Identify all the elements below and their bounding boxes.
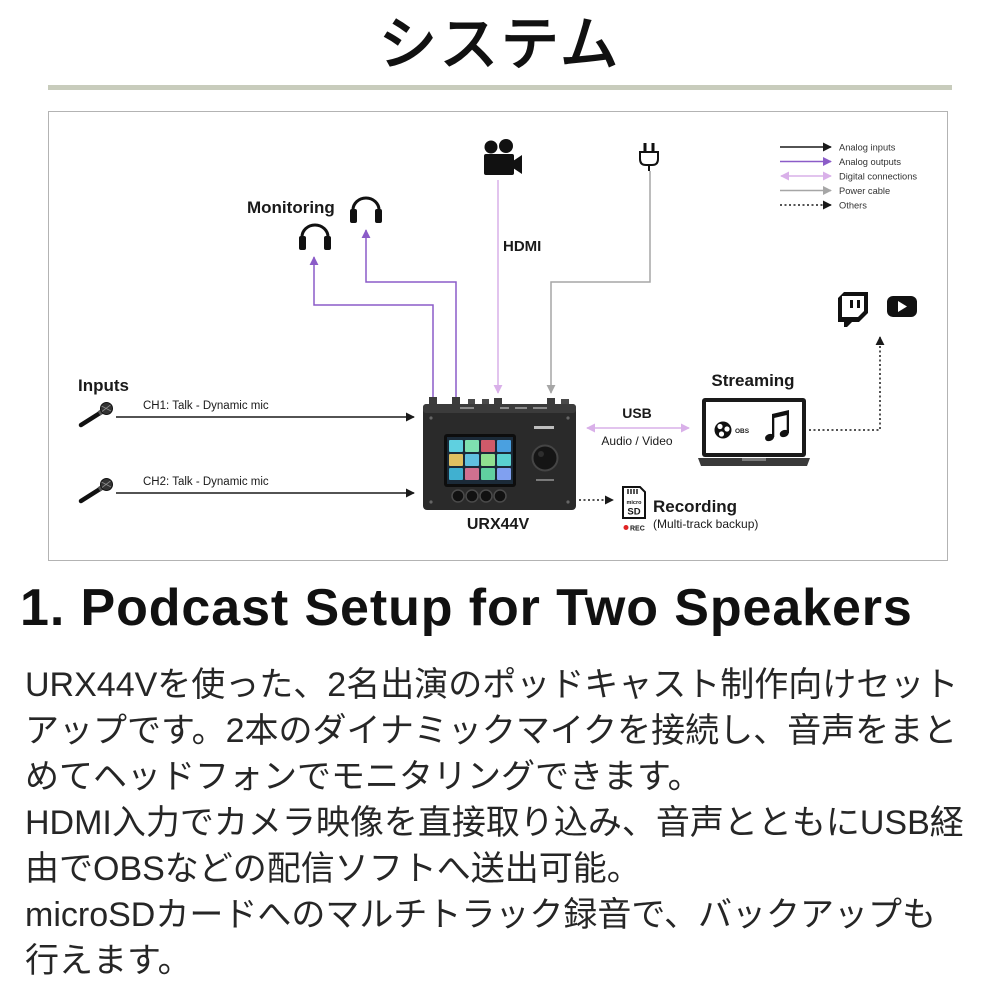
device-knob [479,489,493,503]
screen-tile [465,468,479,480]
screen-tile [465,454,479,466]
connection-diagram: Analog inputs Analog outputs Digital con… [78,139,917,533]
legend: Analog inputs Analog outputs Digital con… [780,142,917,211]
section-body: URX44Vを使った、2名出演のポッドキャスト制作向けセット アップです。2本の… [25,662,990,992]
obs-logo-text: OBS [735,428,750,435]
screen-tile [497,454,511,466]
microphone-icon [78,478,113,504]
body-line: めてヘッドフォンでモニタリングできます。 [25,758,702,796]
device-knob [493,489,507,503]
device-panel-marking [533,407,547,409]
device-jack [561,399,569,405]
device-hdmi-port [494,398,502,405]
device-main-knob-highlight [538,451,544,457]
screen-tile [449,440,463,452]
screen-tile [465,440,479,452]
device-jack [468,399,475,405]
recording-sublabel: (Multi-track backup) [653,517,758,531]
body-line: HDMI入力でカメラ映像を直接取り込み、音声とともにUSB経 [25,804,964,842]
screen-tile [481,468,495,480]
monitor-output-line-1 [309,256,434,400]
device-panel-marking [500,407,509,409]
sd-card-text-large: SD [627,507,640,518]
hdmi-label: HDMI [503,238,541,255]
recording-label: Recording [653,497,737,516]
device-logo-marking [534,426,554,429]
power-plug-icon [639,143,659,171]
monitoring-label: Monitoring [247,198,335,217]
body-line: 行えます。 [25,942,192,980]
usb-label: USB [622,405,652,421]
section-heading: 1. Podcast Setup for Two Speakers [20,579,913,637]
urx44v-device [423,397,576,510]
device-screw [429,500,433,504]
youtube-icon [887,296,917,317]
screen-tile [481,440,495,452]
legend-label-analog-inputs: Analog inputs [839,143,896,153]
monitor-output-line-2 [361,229,457,400]
ch2-label: CH2: Talk - Dynamic mic [143,476,269,488]
rec-dot-icon [623,525,629,530]
twitch-icon [838,292,868,327]
device-knob [451,489,465,503]
headphones-icon [350,196,382,223]
legend-label-power-cable: Power cable [839,186,890,196]
music-note-icon [765,410,789,442]
page-title: システム [378,12,622,77]
body-line: URX44Vを使った、2名出演のポッドキャスト制作向けセット [25,666,959,704]
device-panel-marking [536,479,554,481]
screen-tile [481,454,495,466]
device-output-jack [452,397,460,405]
inputs-label: Inputs [78,376,129,395]
device-screw [566,500,570,504]
screen-tile [449,454,463,466]
device-screw [566,416,570,420]
usb-sublabel: Audio / Video [601,434,672,448]
title-divider [48,85,952,90]
power-cable-line [546,171,651,394]
obs-logo-icon [714,421,732,439]
device-panel-marking [515,407,527,409]
legend-label-others: Others [839,201,867,211]
headphones-icon [299,223,331,250]
device-knob [465,489,479,503]
screen-tile [449,468,463,480]
microsd-card-icon [622,486,646,519]
body-line: 由でOBSなどの配信ソフトへ送出可能。 [25,850,641,888]
ch1-label: CH1: Talk - Dynamic mic [143,400,269,412]
screen-tile [497,468,511,480]
sd-card-text-small: micro [627,500,643,506]
stream-output-line [809,336,885,431]
device-name-label: URX44V [467,516,530,533]
streaming-label: Streaming [711,371,794,390]
connections [116,171,885,505]
microphone-icon [78,402,113,428]
device-output-jack [429,397,437,405]
legend-label-analog-outputs: Analog outputs [839,157,901,167]
legend-label-digital-connections: Digital connections [839,172,917,182]
device-top-panel [423,404,576,413]
body-line: アップです。2本のダイナミックマイクを接続し、音声をまと [25,712,958,750]
screen-tile [497,440,511,452]
device-screw [429,416,433,420]
video-camera-icon [484,139,522,175]
device-main-knob [531,444,559,472]
device-power-port [547,398,555,405]
touchscreen-tiles [449,440,511,480]
rec-label: REC [630,526,645,533]
body-line: microSDカードへのマルチトラック録音で、バックアップも [25,896,936,934]
system-diagram-frame: Analog inputs Analog outputs Digital con… [48,111,948,561]
device-panel-marking [460,407,474,409]
device-jack [482,399,489,405]
